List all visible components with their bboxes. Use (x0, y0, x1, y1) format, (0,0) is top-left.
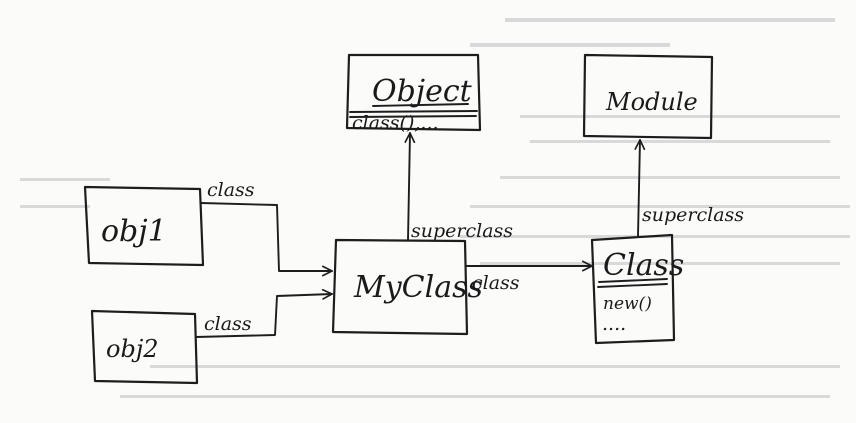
class-node-more: .... (602, 313, 626, 335)
object-node: Object class(),... (345, 53, 482, 134)
edge-myclass-superclass-label: superclass (411, 220, 513, 242)
class-node-methods: new() (603, 294, 652, 314)
object-name-underline (372, 103, 469, 107)
object-node-methods: class(),... (352, 112, 439, 134)
edge-class-to-module (634, 139, 646, 237)
obj2-node-name: obj2 (106, 335, 159, 363)
object-node-name: Object (372, 74, 473, 109)
edge-obj1-to-myclass (200, 202, 333, 277)
edge-obj2-label: class (204, 313, 252, 335)
edge-class-superclass-label: superclass (642, 204, 744, 226)
myclass-node-name: MyClass (353, 270, 483, 305)
myclass-node: MyClass (331, 238, 483, 336)
class-node-name: Class (603, 248, 684, 283)
module-node: Module (582, 53, 714, 140)
class-node: Class new() .... (590, 233, 684, 345)
edge-obj1-label: class (207, 179, 255, 201)
obj2-node: obj2 (90, 309, 199, 385)
obj1-node-name: obj1 (101, 214, 167, 249)
obj1-node: obj1 (83, 185, 205, 267)
edge-myclass-to-object (404, 132, 416, 241)
module-node-name: Module (605, 88, 698, 116)
edge-obj2-to-myclass (195, 288, 333, 338)
edge-myclass-class-label: class (472, 272, 520, 294)
